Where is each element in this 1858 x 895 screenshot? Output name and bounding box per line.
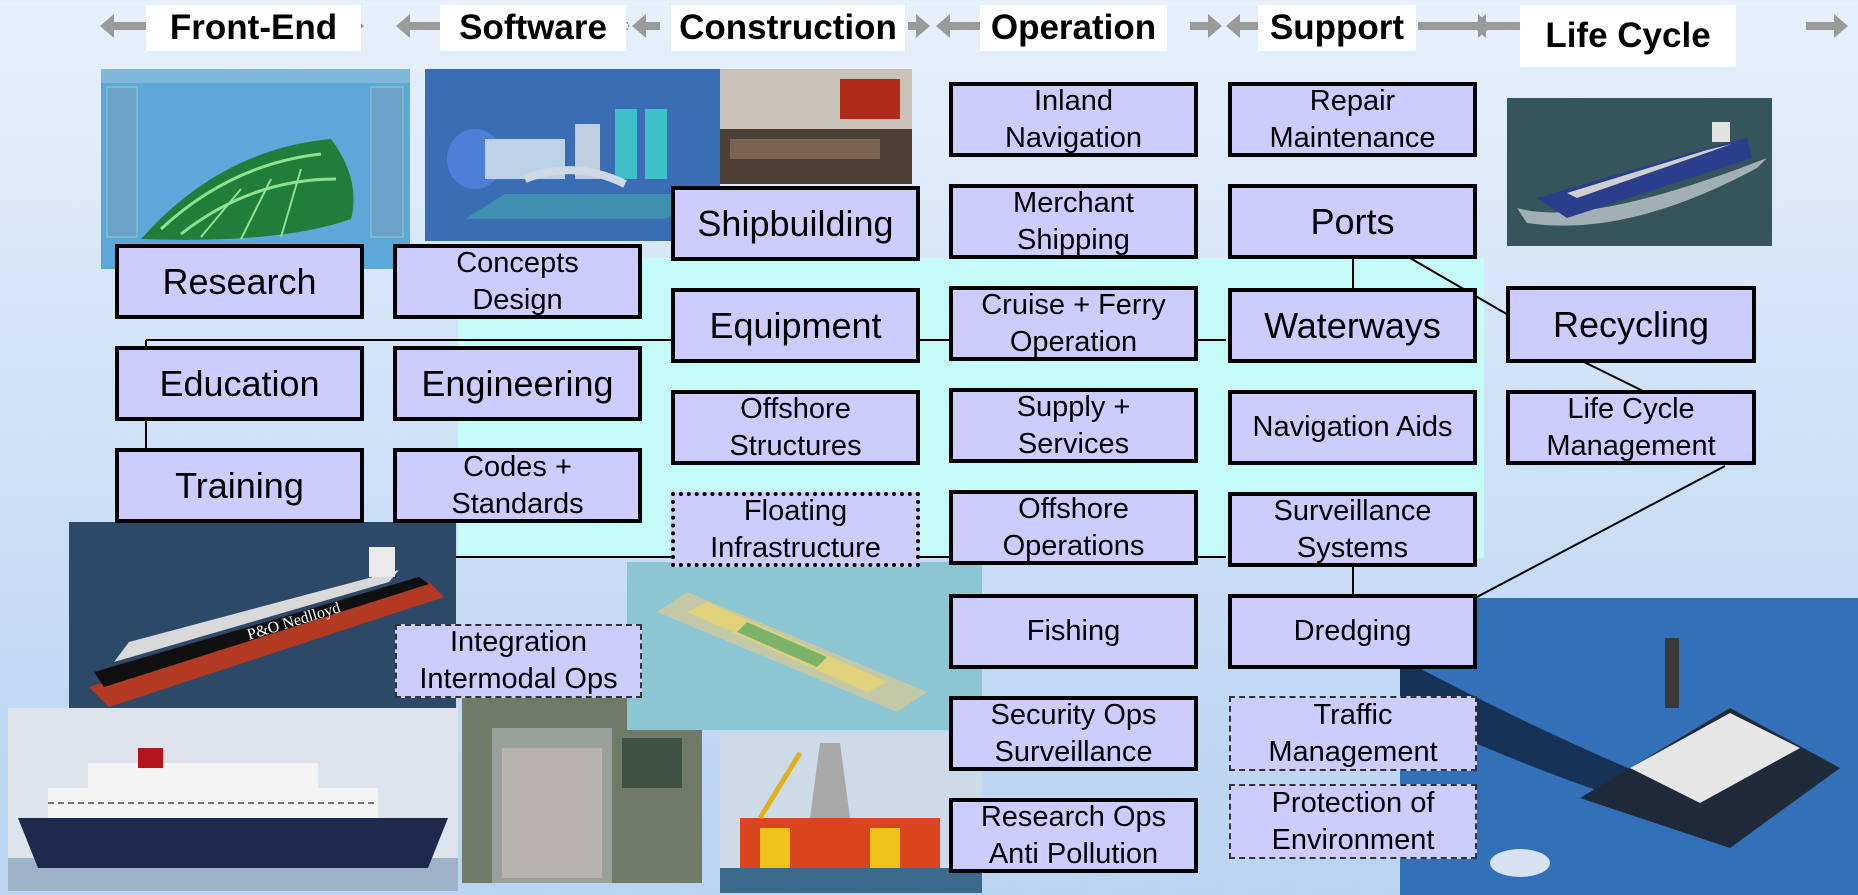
box-recycling: Recycling — [1506, 286, 1756, 363]
stage-software: Software — [440, 5, 626, 51]
box-codes-standards: Codes +Standards — [393, 448, 642, 523]
offshore-rig-image — [720, 733, 982, 893]
box-research: Research — [115, 244, 364, 319]
arrow-right-icon — [1806, 14, 1848, 38]
box-training: Training — [115, 448, 364, 523]
arrow-left-icon — [396, 14, 440, 38]
hull-cad-image — [101, 69, 410, 269]
cargo-ship-top-right-image — [1507, 98, 1772, 246]
arrow-left-icon — [100, 14, 146, 38]
arrow-right-icon — [1190, 14, 1222, 38]
stage-life-cycle: Life Cycle — [1520, 5, 1736, 67]
container-ship-image: P&O Nedlloyd — [69, 522, 456, 718]
arrow-left-icon — [632, 14, 660, 38]
arrow-right-icon — [1418, 14, 1492, 38]
shipyard-workshop-image — [720, 69, 912, 184]
stage-front-end: Front-End — [146, 5, 361, 51]
stage-operation: Operation — [980, 5, 1167, 51]
arrow-right-icon — [908, 14, 930, 38]
box-waterways: Waterways — [1228, 288, 1477, 363]
box-fishing: Fishing — [949, 594, 1198, 669]
connector-lcm-dredging — [1474, 465, 1726, 599]
floating-island-image — [627, 562, 982, 730]
box-supply-services: Supply +Services — [949, 388, 1198, 463]
equipment-render-image — [425, 69, 720, 241]
cruise-liner-image — [8, 708, 458, 891]
box-shipbuilding: Shipbuilding — [671, 186, 920, 261]
box-engineering: Engineering — [393, 346, 642, 421]
stage-construction: Construction — [671, 5, 905, 51]
box-dredging: Dredging — [1228, 594, 1477, 669]
box-ports: Ports — [1228, 184, 1477, 259]
box-equipment: Equipment — [671, 288, 920, 363]
stage-support: Support — [1258, 5, 1416, 51]
connector-ports-recycling — [1409, 257, 1511, 317]
box-navigation-aids: Navigation Aids — [1228, 390, 1477, 465]
arrow-left-icon — [1472, 14, 1520, 38]
arrow-left-icon — [1226, 14, 1268, 38]
connector-recycling-lcm — [1579, 359, 1646, 393]
arrow-left-icon — [936, 14, 984, 38]
box-education: Education — [115, 346, 364, 421]
